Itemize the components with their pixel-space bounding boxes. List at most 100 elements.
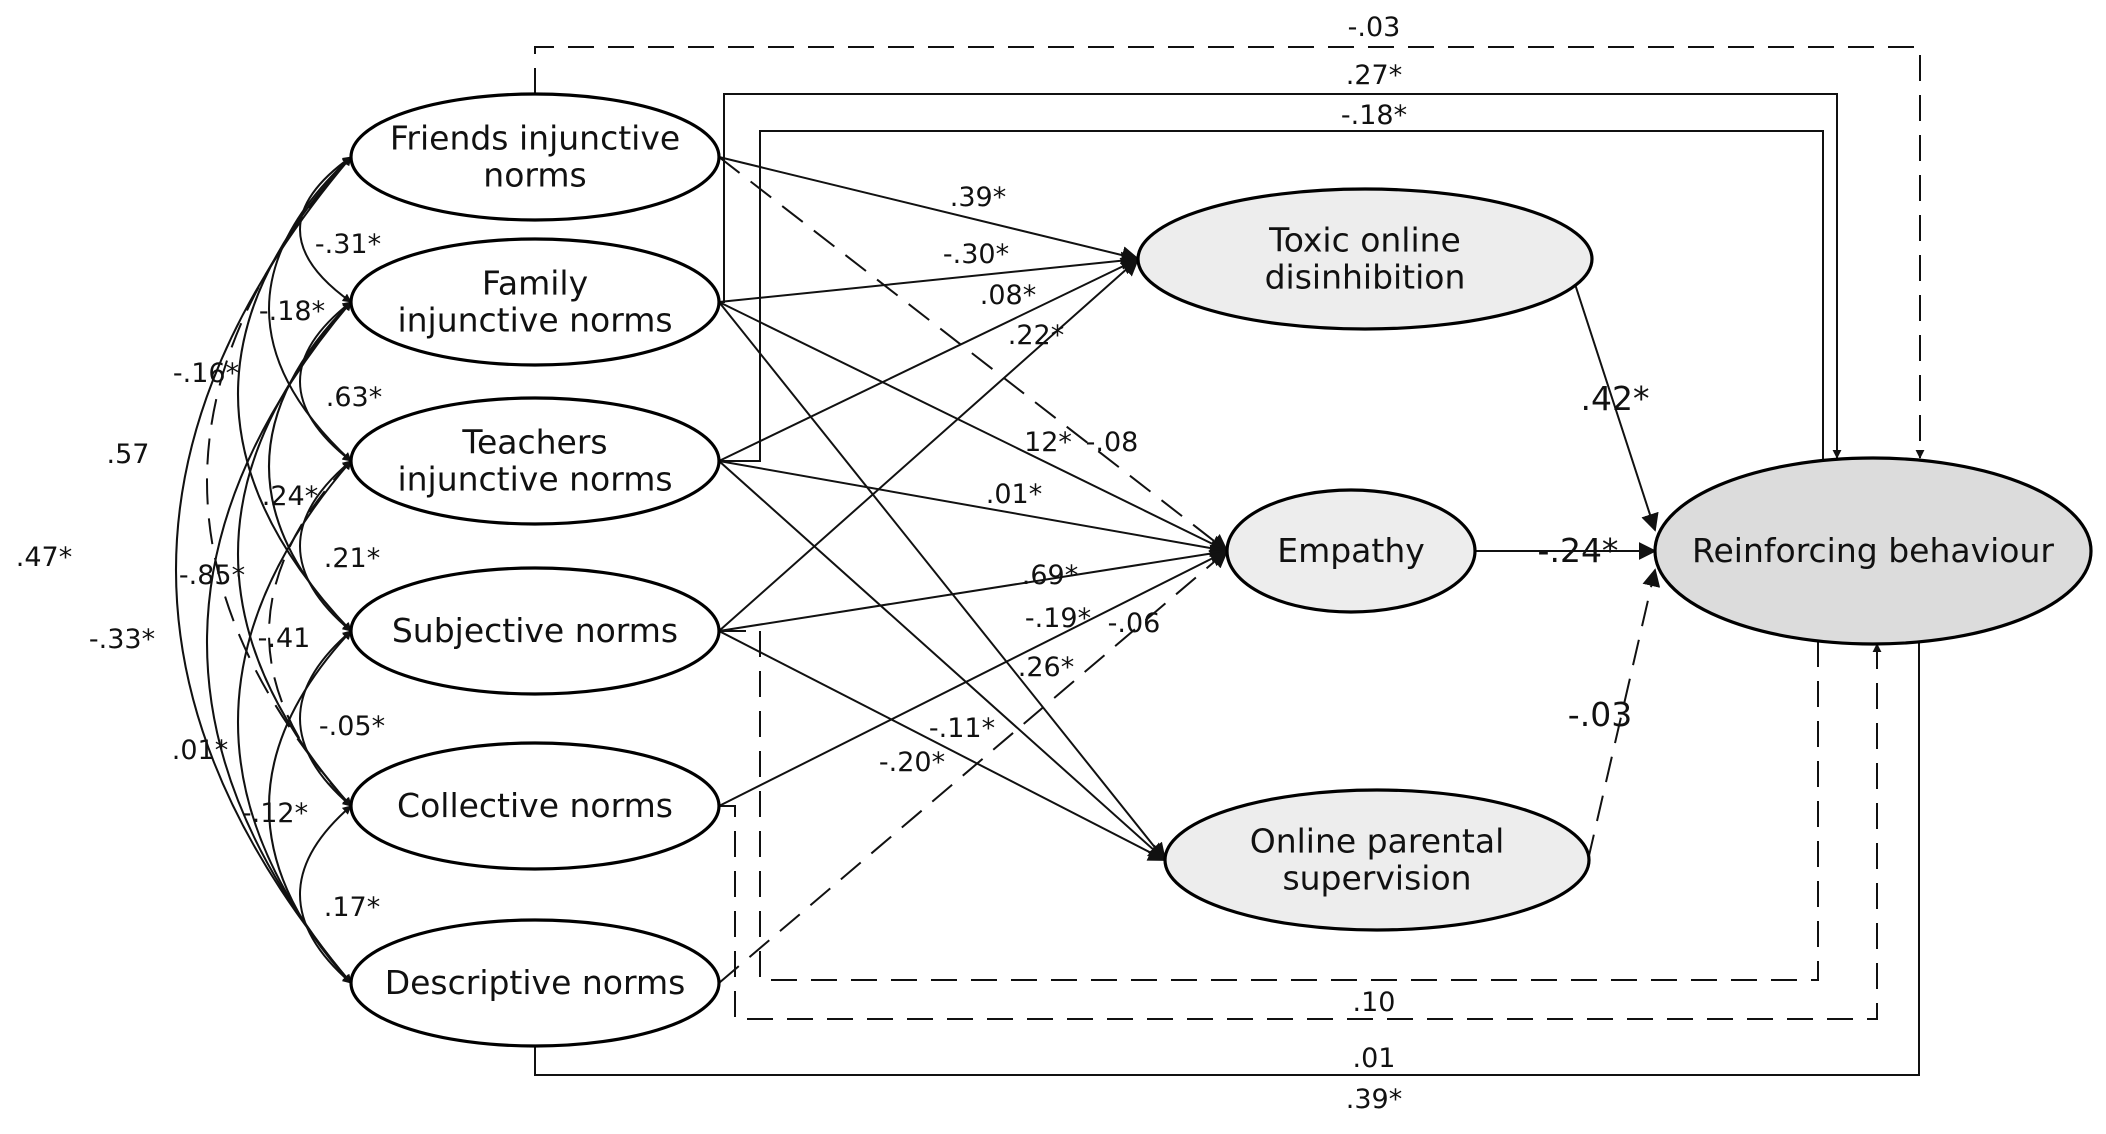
path-friends-to-toxic — [718, 156, 1140, 264]
correlation-family-teachers — [299, 301, 352, 462]
correlation-family-subjective — [268, 301, 352, 632]
correlation-label-subjective-collective: -.05* — [319, 711, 385, 742]
path-parental-to-reinforcing — [1587, 568, 1661, 861]
path-label-toxic-reinforcing: .42* — [1581, 379, 1650, 418]
direct-path-label-friends: -.03 — [1348, 12, 1401, 43]
path-label-family-parental: .26* — [1018, 652, 1074, 683]
path-subjective-to-parental — [718, 630, 1167, 861]
path-label-empathy-reinforcing: -.24* — [1538, 531, 1619, 570]
path-label-subjective-toxic: .22* — [1008, 320, 1064, 351]
node-subjective: Subjective norms — [349, 566, 721, 696]
direct-path-label-descriptive: .39* — [1346, 1084, 1402, 1115]
correlation-layer — [175, 156, 352, 984]
direct-path-teachers-to-reinforcing — [720, 130, 1828, 481]
node-subjective-label: Subjective norms — [392, 611, 678, 650]
node-toxic-ellipse — [1136, 187, 1594, 331]
correlation-label-friends-collective: .57 — [107, 439, 150, 470]
correlation-label-friends-family: -.31* — [315, 229, 381, 260]
node-parental-label: Online parental — [1250, 822, 1505, 861]
mediator-path-layer — [718, 156, 1229, 984]
correlation-label-friends-descriptive: .47* — [16, 542, 72, 573]
node-descriptive-label: Descriptive norms — [385, 963, 686, 1002]
node-parental-label: supervision — [1282, 859, 1471, 898]
node-layer: Friends injunctivenormsFamilyinjunctive … — [349, 92, 2093, 1048]
node-family-ellipse — [349, 237, 721, 367]
correlation-label-friends-teachers: -.18* — [259, 296, 325, 327]
node-teachers-ellipse — [349, 396, 721, 526]
path-descriptive-to-empathy — [718, 549, 1229, 984]
path-family-to-parental — [718, 301, 1167, 862]
direct-path-friends-to-reinforcing — [534, 46, 1925, 459]
direct-path-label-subjective: .10 — [1353, 987, 1396, 1018]
coefficient-label-layer: -.31* -.18* -.16* .57 .47* .63* .24* -.85* -.33*… — [16, 12, 1650, 1115]
node-parental-ellipse — [1163, 788, 1591, 932]
path-label-family-empathy: 12* — [1024, 427, 1072, 458]
correlation-friends-family — [299, 156, 352, 303]
path-label-descriptive-empathy: -.06 — [1108, 608, 1161, 639]
correlation-label-subjective-descriptive: -.12* — [242, 798, 308, 829]
direct-path-label-collective: .01 — [1353, 1043, 1396, 1074]
node-teachers-label: injunctive norms — [397, 460, 672, 499]
path-family-to-empathy — [718, 301, 1229, 552]
correlation-collective-descriptive — [299, 805, 352, 984]
correlation-label-family-subjective: .24* — [262, 481, 318, 512]
node-family-label: injunctive norms — [397, 301, 672, 340]
path-label-teachers-parental: -.11* — [929, 713, 995, 744]
path-teachers-to-parental — [718, 460, 1167, 862]
path-friends-to-empathy — [718, 156, 1229, 553]
correlation-label-family-descriptive: -.33* — [89, 624, 155, 655]
correlation-friends-descriptive — [175, 156, 352, 984]
node-empathy: Empathy — [1225, 488, 1477, 614]
direct-path-subjective-to-reinforcing — [720, 623, 1823, 981]
node-toxic-label: disinhibition — [1265, 258, 1466, 297]
node-friends-label: norms — [483, 156, 586, 195]
node-friends-label: Friends injunctive — [390, 119, 680, 158]
correlation-label-teachers-descriptive: .01* — [172, 735, 228, 766]
direct-path-descriptive-to-reinforcing — [534, 623, 1924, 1076]
node-descriptive: Descriptive norms — [349, 918, 721, 1048]
correlation-label-family-collective: -.85* — [179, 560, 245, 591]
path-subjective-to-empathy — [718, 544, 1229, 632]
correlation-teachers-subjective — [299, 460, 352, 632]
direct-path-label-teachers: -.18* — [1341, 100, 1407, 131]
correlation-label-collective-descriptive: .17* — [324, 892, 380, 923]
correlation-subjective-collective — [299, 630, 352, 807]
correlation-family-descriptive — [206, 301, 352, 984]
path-label-friends-empathy: -.08 — [1086, 427, 1139, 458]
path-label-teachers-toxic: .08* — [980, 280, 1036, 311]
node-family-label: Family — [482, 264, 588, 303]
path-label-subjective-parental: -.20* — [879, 747, 945, 778]
correlation-label-friends-subjective: -.16* — [173, 358, 239, 389]
path-subjective-to-toxic — [718, 257, 1140, 632]
direct-path-layer — [534, 46, 1925, 1076]
path-collective-to-empathy — [718, 550, 1229, 807]
path-label-parental-reinforcing: -.03 — [1568, 695, 1632, 734]
direct-path-label-family: .27* — [1346, 60, 1402, 91]
node-empathy-ellipse — [1225, 488, 1477, 614]
correlation-subjective-descriptive — [268, 630, 352, 984]
node-teachers-label: Teachers — [461, 423, 607, 462]
direct-path-collective-to-reinforcing — [720, 643, 1882, 1020]
path-label-collective-empathy: -.19* — [1025, 603, 1091, 634]
node-empathy-label: Empathy — [1277, 531, 1425, 570]
path-family-to-toxic — [718, 251, 1140, 303]
node-toxic-label: Toxic online — [1268, 221, 1461, 260]
correlation-label-family-teachers: .63* — [326, 382, 382, 413]
path-teachers-to-empathy — [718, 460, 1229, 558]
node-collective-label: Collective norms — [397, 786, 673, 825]
path-teachers-to-toxic — [718, 257, 1140, 462]
correlation-friends-subjective — [237, 156, 352, 632]
node-reinforcing-label: Reinforcing behaviour — [1692, 531, 2054, 570]
node-collective-ellipse — [349, 741, 721, 871]
node-friends-ellipse — [349, 92, 721, 222]
node-reinforcing: Reinforcing behaviour — [1653, 456, 2093, 646]
node-reinforcing-ellipse — [1653, 456, 2093, 646]
correlation-label-teachers-subjective: .21* — [324, 543, 380, 574]
correlation-friends-collective — [206, 156, 352, 807]
path-label-friends-toxic: .39* — [950, 182, 1006, 213]
